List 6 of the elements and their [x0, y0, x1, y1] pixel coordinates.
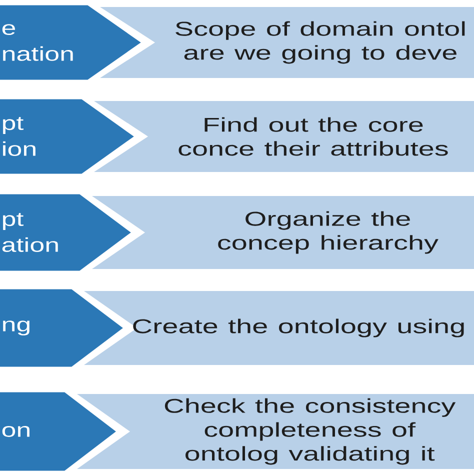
step-banner: on: [0, 390, 120, 474]
step-box: Create the ontology using: [84, 291, 474, 365]
step-box: Check the consistency completeness of ontolog validating it: [77, 394, 474, 469]
step-box: Scope of domain ontol are we going to deve: [100, 7, 474, 78]
step-box: Find out the core conce their attributes: [94, 101, 474, 172]
step-box: Organize the concep hierarchy: [92, 196, 474, 269]
